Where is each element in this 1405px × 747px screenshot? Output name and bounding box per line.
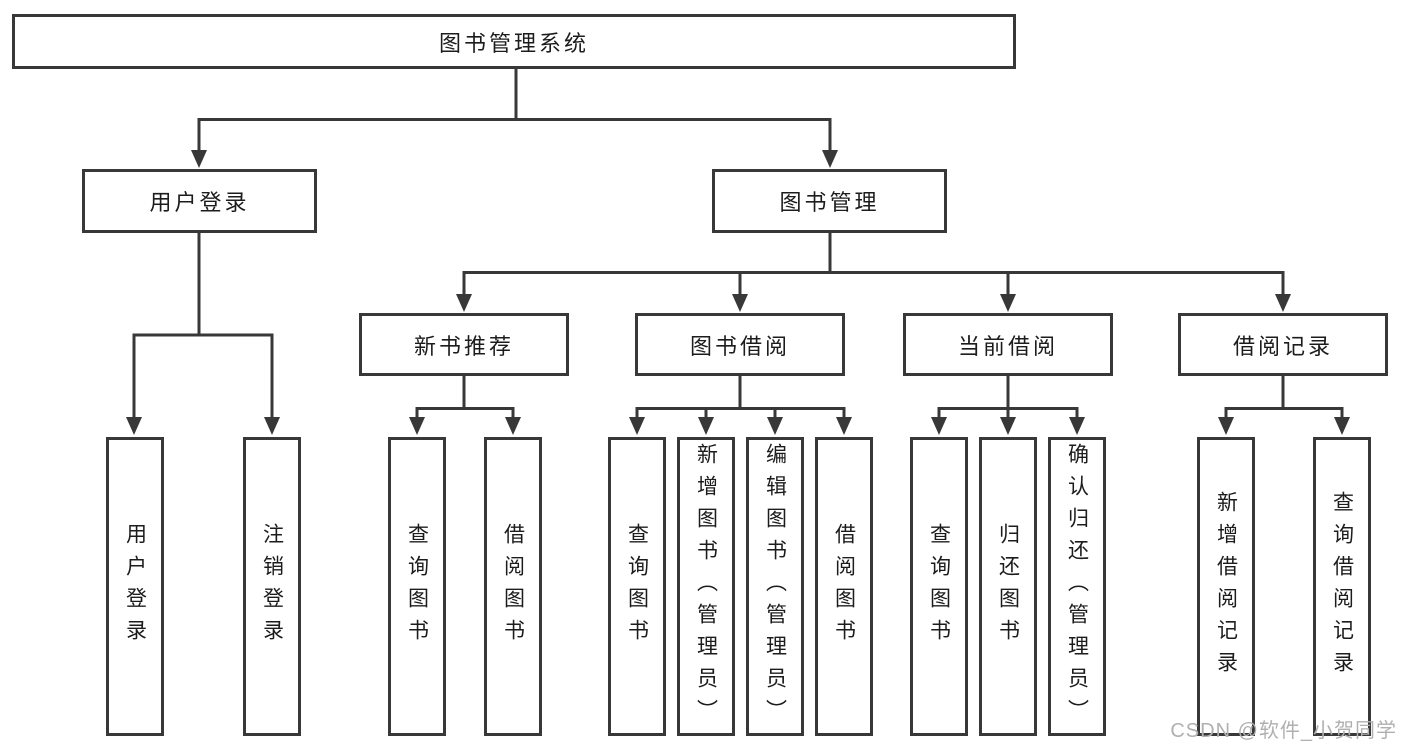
node-logout-label: 注销登录 bbox=[260, 522, 284, 651]
node-nbr-query-book: 查询图书 bbox=[388, 437, 446, 736]
node-login-label: 用户登录 bbox=[123, 522, 147, 651]
node-borrow-records: 借阅记录 bbox=[1178, 313, 1388, 376]
node-bb-add-book-admin: 新增图书（管理员） bbox=[677, 437, 735, 736]
node-cb-query-book: 查询图书 bbox=[910, 437, 968, 736]
node-cb-query-book-label: 查询图书 bbox=[927, 522, 951, 651]
node-bb-query-book: 查询图书 bbox=[608, 437, 666, 736]
node-cb-return-book-label: 归还图书 bbox=[996, 522, 1020, 651]
node-cb-return-book: 归还图书 bbox=[979, 437, 1037, 736]
node-root: 图书管理系统 bbox=[12, 14, 1016, 69]
node-user-login: 用户登录 bbox=[82, 169, 317, 233]
csdn-watermark: CSDN @软件_小贺同学 bbox=[1170, 720, 1397, 742]
node-bb-borrow-book-label: 借阅图书 bbox=[832, 522, 856, 651]
node-br-query-record: 查询借阅记录 bbox=[1313, 437, 1371, 736]
node-cb-confirm-return-admin: 确认归还（管理员） bbox=[1048, 437, 1106, 736]
node-bb-edit-book-admin-label: 编辑图书（管理员） bbox=[763, 442, 787, 731]
node-logout: 注销登录 bbox=[243, 437, 301, 736]
node-nbr-borrow-book-label: 借阅图书 bbox=[501, 522, 525, 651]
node-br-query-record-label: 查询借阅记录 bbox=[1330, 490, 1354, 683]
arrowheads bbox=[126, 150, 1350, 435]
node-bb-query-book-label: 查询图书 bbox=[625, 522, 649, 651]
node-br-add-record: 新增借阅记录 bbox=[1197, 437, 1255, 736]
node-new-book-recommend: 新书推荐 bbox=[359, 313, 569, 376]
node-bb-borrow-book: 借阅图书 bbox=[815, 437, 873, 736]
node-nbr-query-book-label: 查询图书 bbox=[405, 522, 429, 651]
node-br-add-record-label: 新增借阅记录 bbox=[1214, 490, 1238, 683]
node-book-borrow: 图书借阅 bbox=[635, 313, 845, 376]
node-cb-confirm-return-admin-label: 确认归还（管理员） bbox=[1065, 442, 1089, 731]
node-current-borrow: 当前借阅 bbox=[903, 313, 1113, 376]
node-nbr-borrow-book: 借阅图书 bbox=[484, 437, 542, 736]
node-book-management: 图书管理 bbox=[712, 169, 947, 233]
node-bb-edit-book-admin: 编辑图书（管理员） bbox=[746, 437, 804, 736]
node-bb-add-book-admin-label: 新增图书（管理员） bbox=[694, 442, 718, 731]
node-login: 用户登录 bbox=[106, 437, 164, 736]
